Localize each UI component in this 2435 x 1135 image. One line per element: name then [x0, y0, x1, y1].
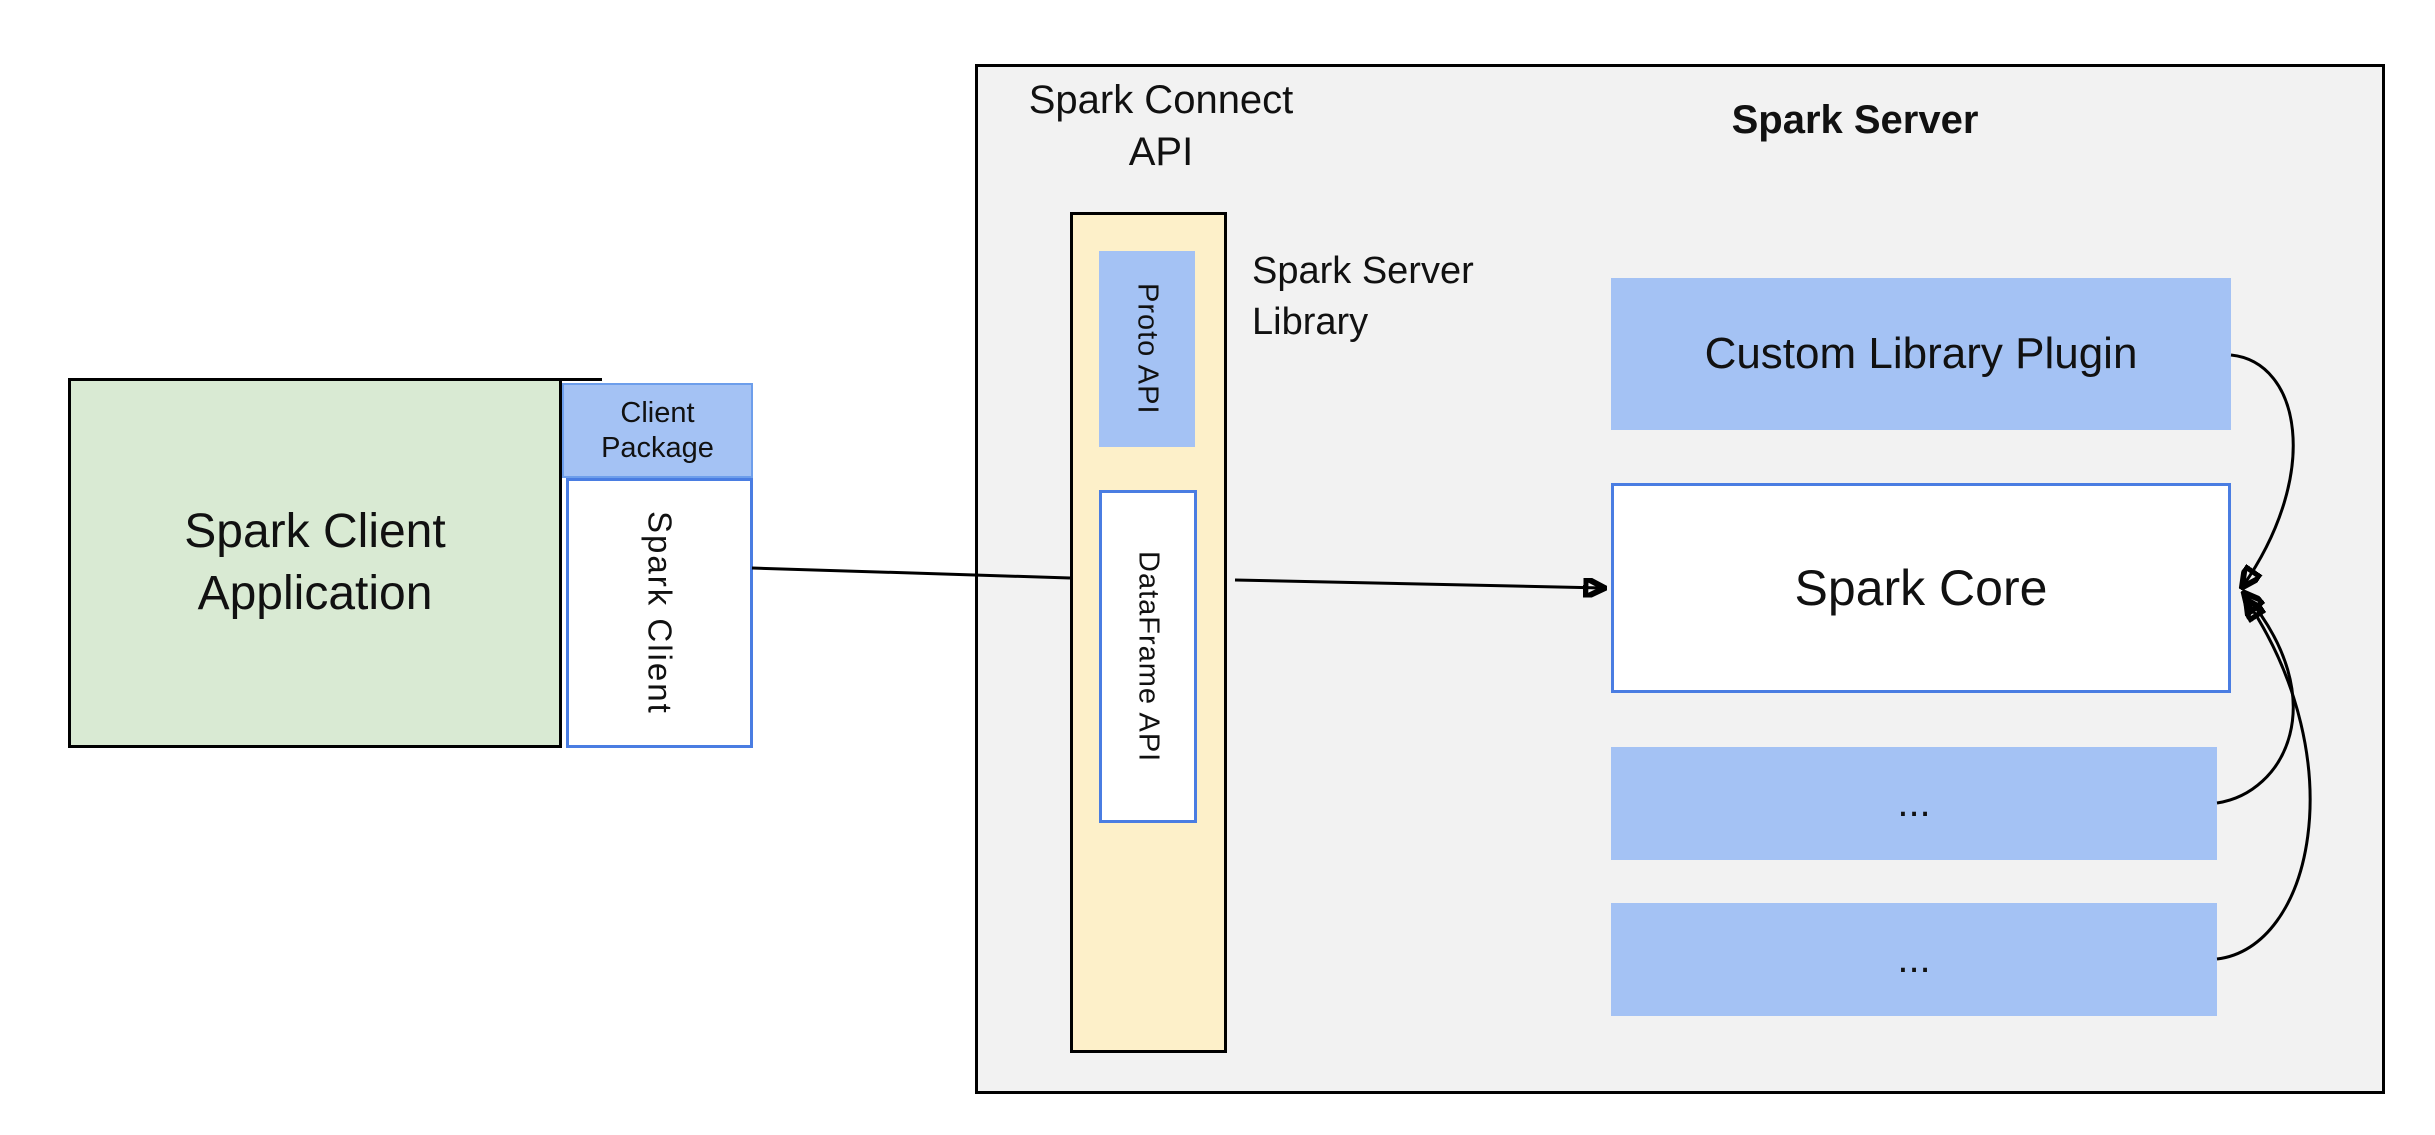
- spark-connect-api-label: Spark Connect API: [961, 74, 1361, 178]
- spark-core-box: Spark Core: [1611, 483, 2231, 693]
- spark-client-box: Spark Client: [566, 478, 753, 748]
- spark-server-library-label-line1: Spark Server: [1252, 250, 1474, 292]
- extension-slot-1-box: ...: [1611, 747, 2217, 860]
- spark-connect-api-label-line1: Spark Connect: [1028, 78, 1294, 122]
- spark-connect-api-label-line2: API: [1128, 130, 1194, 174]
- custom-library-plugin-box: Custom Library Plugin: [1611, 278, 2231, 430]
- client-package-line2: Package: [601, 431, 714, 464]
- client-package-box: Client Package: [562, 383, 753, 478]
- spark-client-application-line2: Application: [197, 567, 433, 620]
- spark-client-label: Spark Client: [641, 511, 679, 715]
- spark-server-library-label: Spark Server Library: [1252, 246, 1612, 348]
- proto-api-box: Proto API: [1099, 251, 1195, 447]
- green-box-border-overshoot: [562, 378, 602, 381]
- dataframe-api-box: DataFrame API: [1099, 490, 1197, 823]
- client-package-line1: Client: [620, 396, 695, 429]
- dataframe-api-label: DataFrame API: [1132, 550, 1165, 763]
- spark-server-header: Spark Server: [1731, 98, 1979, 142]
- spark-client-application-line1: Spark Client: [184, 505, 446, 558]
- spark-server-library-label-line2: Library: [1252, 301, 1369, 343]
- proto-api-label: Proto API: [1131, 283, 1164, 415]
- extension-slot-2-box: ...: [1611, 903, 2217, 1016]
- spark-client-application-box: Spark Client Application: [68, 378, 562, 748]
